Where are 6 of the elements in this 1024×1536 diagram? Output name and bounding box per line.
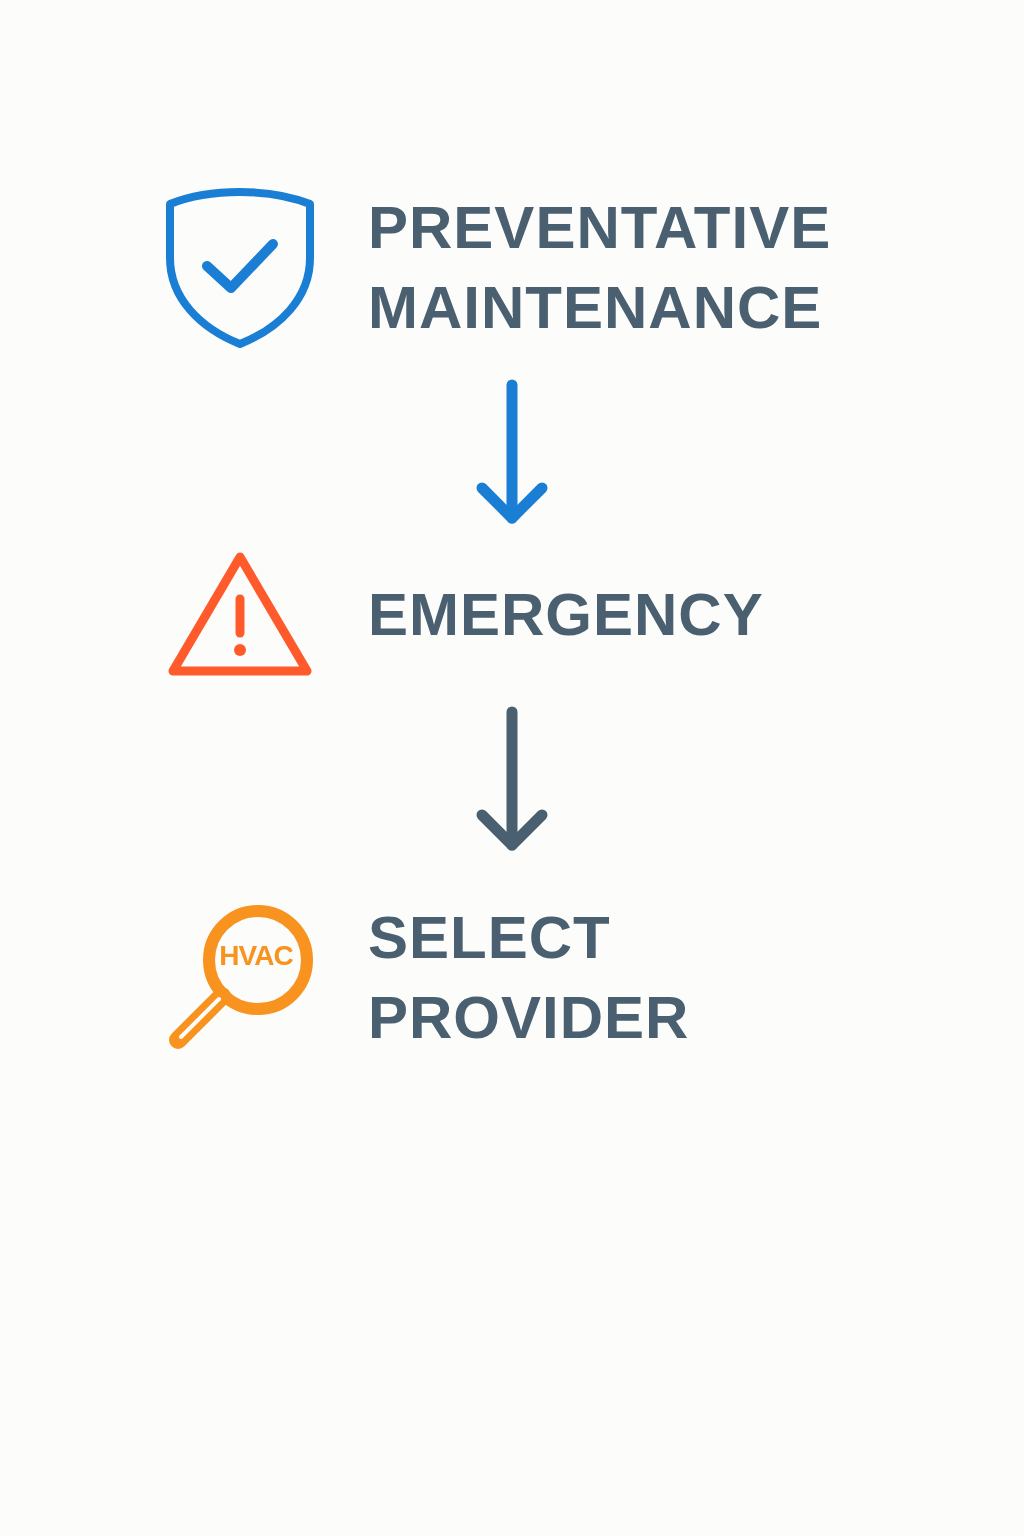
- step-title: EMERGENCY: [368, 580, 765, 650]
- step-title: SELECT PROVIDER: [368, 902, 691, 1053]
- icon-label: HVAC: [218, 939, 294, 972]
- arrow: [476, 706, 548, 851]
- arrow: [476, 379, 548, 524]
- step-title: PREVENTATIVE MAINTENANCE: [368, 192, 833, 343]
